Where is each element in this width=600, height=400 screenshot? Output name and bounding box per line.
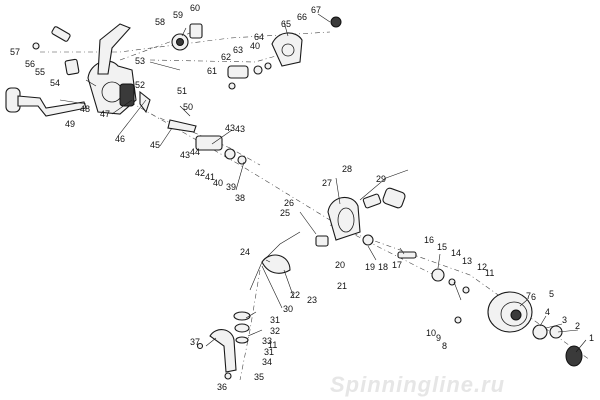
screw-part bbox=[32, 42, 40, 50]
part-number-label: 47 bbox=[100, 109, 110, 119]
part-number-label: 55 bbox=[35, 67, 45, 77]
part-number-label: 26 bbox=[284, 198, 294, 208]
watermark-text: Spinningline.ru bbox=[330, 372, 505, 397]
part-number-label: 61 bbox=[207, 66, 217, 76]
drag-knob-part bbox=[565, 345, 583, 367]
part-number-label: 65 bbox=[281, 19, 291, 29]
part-number-label: 11 bbox=[268, 340, 277, 350]
part-number-label: 50 bbox=[183, 102, 193, 112]
cap-nut-part bbox=[330, 16, 342, 28]
part-number-label: 17 bbox=[392, 260, 402, 270]
part-number-label: 22 bbox=[290, 290, 300, 300]
cover-plate-part bbox=[64, 58, 80, 76]
part-number-label: 36 bbox=[217, 382, 227, 392]
oscillation-assembly-part bbox=[195, 135, 247, 165]
lever-part bbox=[139, 90, 151, 114]
bearing-cap-part bbox=[189, 23, 203, 39]
part-number-label: 56 bbox=[25, 59, 35, 69]
part-number-label: 27 bbox=[322, 178, 332, 188]
part-number-label: 25 bbox=[280, 208, 290, 218]
part-number-label: 43 bbox=[180, 150, 190, 160]
part-number-label: 18 bbox=[378, 262, 388, 272]
part-number-label: 6 bbox=[531, 292, 536, 302]
part-number-label: 40 bbox=[213, 178, 223, 188]
part-number-label: 41 bbox=[205, 172, 215, 182]
part-number-label: 31 bbox=[264, 347, 274, 357]
main-shaft-part bbox=[167, 119, 197, 133]
side-cover-part bbox=[271, 32, 303, 67]
part-number-label: 58 bbox=[155, 17, 165, 27]
part-number-label: 52 bbox=[135, 80, 145, 90]
part-number-label: 44 bbox=[190, 147, 200, 157]
part-number-label: 43 bbox=[225, 123, 235, 133]
part-number-label: 7 bbox=[526, 291, 531, 301]
part-number-label: 53 bbox=[135, 56, 145, 66]
pinion-gear-part bbox=[227, 62, 272, 90]
part-number-label: 31 bbox=[270, 315, 280, 325]
part-number-label: 57 bbox=[10, 47, 20, 57]
part-number-label: 8 bbox=[442, 341, 447, 351]
leader-lines bbox=[59, 13, 587, 353]
drive-gear-part bbox=[171, 33, 189, 51]
part-number-label: 49 bbox=[65, 119, 75, 129]
part-number-label: 24 bbox=[240, 247, 250, 257]
part-number-label: 46 bbox=[115, 134, 125, 144]
part-number-label: 29 bbox=[376, 174, 386, 184]
handle-arm-part bbox=[5, 87, 87, 117]
part-number-label: 11 bbox=[485, 268, 494, 278]
part-number-label: 43 bbox=[235, 124, 245, 134]
part-number-label: 48 bbox=[80, 104, 90, 114]
rotor-part bbox=[327, 196, 361, 241]
part-number-label: 54 bbox=[50, 78, 60, 88]
part-number-label: 28 bbox=[342, 164, 352, 174]
part-number-label: 9 bbox=[436, 333, 441, 343]
part-number-label: 4 bbox=[545, 307, 550, 317]
part-number-label: 39 bbox=[226, 182, 236, 192]
clip-part bbox=[51, 26, 71, 42]
part-number-label: 3 bbox=[562, 315, 567, 325]
part-number-label: 40 bbox=[250, 41, 260, 51]
part-number-label: 66 bbox=[297, 12, 307, 22]
part-number-label: 62 bbox=[221, 52, 231, 62]
part-number-label: 16 bbox=[424, 235, 434, 245]
part-number-label: 23 bbox=[307, 295, 317, 305]
part-number-label: 59 bbox=[173, 10, 183, 20]
drag-washer-part bbox=[532, 324, 548, 340]
part-number-label: 60 bbox=[190, 3, 200, 13]
part-number-label: 2 bbox=[575, 321, 580, 331]
part-number-label: 45 bbox=[150, 140, 160, 150]
part-number-label: 20 bbox=[335, 260, 345, 270]
part-number-label: 64 bbox=[254, 32, 264, 42]
part-number-label: 5 bbox=[549, 289, 554, 299]
spool-shaft-parts bbox=[362, 234, 470, 324]
bail-wire-part bbox=[249, 231, 329, 291]
part-number-label: 38 bbox=[235, 193, 245, 203]
part-number-label: 32 bbox=[270, 326, 280, 336]
part-number-label: 19 bbox=[365, 262, 375, 272]
part-number-label: 12 bbox=[477, 262, 487, 272]
bail-arm-part bbox=[359, 169, 409, 209]
part-number-label: 51 bbox=[177, 86, 187, 96]
part-number-label: 14 bbox=[451, 248, 461, 258]
part-number-label: 42 bbox=[195, 168, 205, 178]
part-number-label: 13 bbox=[462, 256, 472, 266]
part-number-label: 37 bbox=[190, 337, 200, 347]
spool-part bbox=[487, 291, 533, 333]
part-number-label: 33 bbox=[262, 336, 272, 346]
part-number-label: 30 bbox=[283, 304, 293, 314]
part-number-label: 10 bbox=[426, 328, 436, 338]
part-number-label: 63 bbox=[233, 45, 243, 55]
part-number-label: 21 bbox=[337, 281, 347, 291]
part-number-label: 1 bbox=[589, 333, 594, 343]
part-number-label: 15 bbox=[437, 242, 447, 252]
reel-body-part bbox=[87, 23, 137, 115]
drag-spring-part bbox=[549, 325, 563, 339]
part-number-label: 67 bbox=[311, 5, 321, 15]
part-number-label: 34 bbox=[262, 357, 272, 367]
part-number-label: 35 bbox=[254, 372, 264, 382]
